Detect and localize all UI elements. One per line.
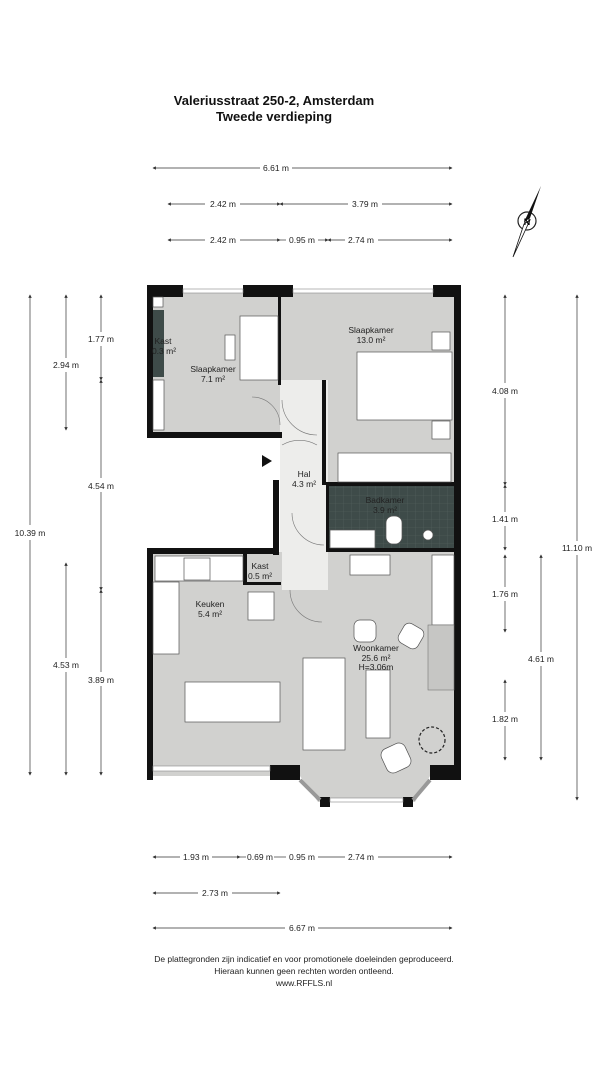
right-dimensions: 4.08 m 1.41 m 1.76 m 1.82 m 4.61 m 11.10…	[492, 294, 592, 801]
furniture	[152, 296, 455, 774]
svg-text:De plattegronden zijn indicati: De plattegronden zijn indicatief en voor…	[154, 954, 454, 964]
desk	[239, 315, 279, 381]
svg-text:2.74 m: 2.74 m	[348, 235, 374, 245]
walls	[147, 285, 461, 807]
bed	[356, 351, 453, 421]
room-area: 4.3 m²	[292, 479, 316, 489]
toilet-icon	[385, 515, 403, 545]
svg-text:1.82 m: 1.82 m	[492, 714, 518, 724]
svg-text:6.61 m: 6.61 m	[263, 163, 289, 173]
svg-text:3.79 m: 3.79 m	[352, 199, 378, 209]
wardrobe	[337, 452, 452, 483]
svg-text:4.53 m: 4.53 m	[53, 660, 79, 670]
armchair-icon	[353, 619, 377, 643]
room-area: 13.0 m²	[357, 335, 386, 345]
svg-text:4.61 m: 4.61 m	[528, 654, 554, 664]
room-name: Slaapkamer	[348, 325, 394, 335]
room-area: 0.5 m²	[248, 571, 272, 581]
svg-text:Hieraan kunnen geen rechten wo: Hieraan kunnen geen rechten worden ontle…	[214, 966, 394, 976]
svg-text:0.95 m: 0.95 m	[289, 852, 315, 862]
svg-text:10.39 m: 10.39 m	[15, 528, 46, 538]
svg-text:6.67 m: 6.67 m	[289, 923, 315, 933]
room-area: 3.9 m²	[373, 505, 397, 515]
svg-text:2.74 m: 2.74 m	[348, 852, 374, 862]
coffee-table	[365, 669, 391, 739]
armchair-icon	[380, 742, 412, 774]
svg-text:2.73 m: 2.73 m	[202, 888, 228, 898]
room-name: Woonkamer	[353, 643, 399, 653]
room-name: Keuken	[196, 599, 225, 609]
nightstand	[431, 331, 451, 351]
room-name: Kast	[154, 336, 172, 346]
svg-text:0.95 m: 0.95 m	[289, 235, 315, 245]
plan-floor: Tweede verdieping	[216, 109, 332, 124]
shower-icon	[422, 529, 434, 541]
svg-text:11.10 m: 11.10 m	[562, 543, 592, 553]
room-area: 5.4 m²	[198, 609, 222, 619]
svg-text:2.94 m: 2.94 m	[53, 360, 79, 370]
svg-text:1.77 m: 1.77 m	[88, 334, 114, 344]
room-name: Badkamer	[366, 495, 405, 505]
nightstand	[431, 420, 451, 440]
room-name: Slaapkamer	[190, 364, 236, 374]
entrance-arrow-icon	[262, 455, 272, 467]
sink	[329, 529, 376, 549]
svg-text:N: N	[524, 217, 531, 227]
room-height: H=3.06m	[359, 662, 394, 672]
disclaimer: De plattegronden zijn indicatief en voor…	[154, 954, 454, 988]
shaft-icon	[152, 296, 164, 308]
svg-text:2.42 m: 2.42 m	[210, 235, 236, 245]
svg-text:4.08 m: 4.08 m	[492, 386, 518, 396]
room-name: Kast	[251, 561, 269, 571]
svg-text:1.93 m: 1.93 m	[183, 852, 209, 862]
svg-text:0.69 m: 0.69 m	[247, 852, 273, 862]
room-area: 7.1 m²	[201, 374, 225, 384]
left-dimensions: 10.39 m 2.94 m 4.53 m 1.77 m 4.54 m 3.89…	[15, 294, 114, 776]
kitchen-counter	[152, 581, 180, 655]
plant-icon	[418, 726, 446, 754]
svg-text:www.RFFLS.nl: www.RFFLS.nl	[275, 978, 332, 988]
dining-table	[184, 681, 281, 723]
room-area: 0.3 m²	[152, 346, 176, 356]
svg-text:3.89 m: 3.89 m	[88, 675, 114, 685]
stove-icon	[183, 557, 211, 581]
svg-text:1.41 m: 1.41 m	[492, 514, 518, 524]
plan-address: Valeriusstraat 250-2, Amsterdam	[174, 93, 374, 108]
svg-text:2.42 m: 2.42 m	[210, 199, 236, 209]
north-compass-icon: N	[512, 186, 541, 258]
svg-text:1.76 m: 1.76 m	[492, 589, 518, 599]
top-dimensions: 6.61 m 2.42 m 3.79 m 2.42 m 0.95 m 2.74 …	[152, 163, 453, 245]
room-labels: Kast 0.3 m² Slaapkamer 7.1 m² Slaapkamer…	[152, 325, 405, 672]
bottom-dimensions: 1.93 m 0.69 m 0.95 m 2.74 m 2.73 m 6.67 …	[152, 852, 453, 933]
room-name: Hal	[298, 469, 311, 479]
sofa	[302, 657, 346, 751]
chair-icon	[224, 334, 236, 361]
armchair-icon	[397, 622, 425, 650]
room-area: 25.6 m²	[362, 653, 391, 663]
svg-text:4.54 m: 4.54 m	[88, 481, 114, 491]
